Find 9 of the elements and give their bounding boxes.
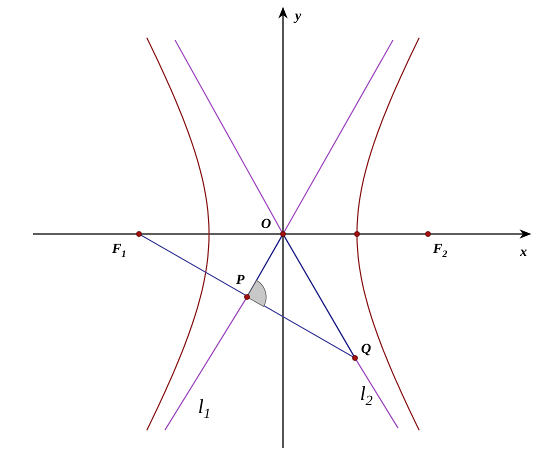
point-label: F$_{2}$ <box>433 243 448 260</box>
point-label: O <box>261 218 272 232</box>
axis-label: x <box>520 246 527 260</box>
line-label: l$_{1}$ <box>198 397 211 422</box>
point-label: P <box>236 274 245 288</box>
line-label: l$_{2}$ <box>360 384 373 409</box>
point-label: Q <box>361 343 372 357</box>
axis-label: y <box>295 10 302 24</box>
point-label: F$_{1}$ <box>112 243 126 260</box>
